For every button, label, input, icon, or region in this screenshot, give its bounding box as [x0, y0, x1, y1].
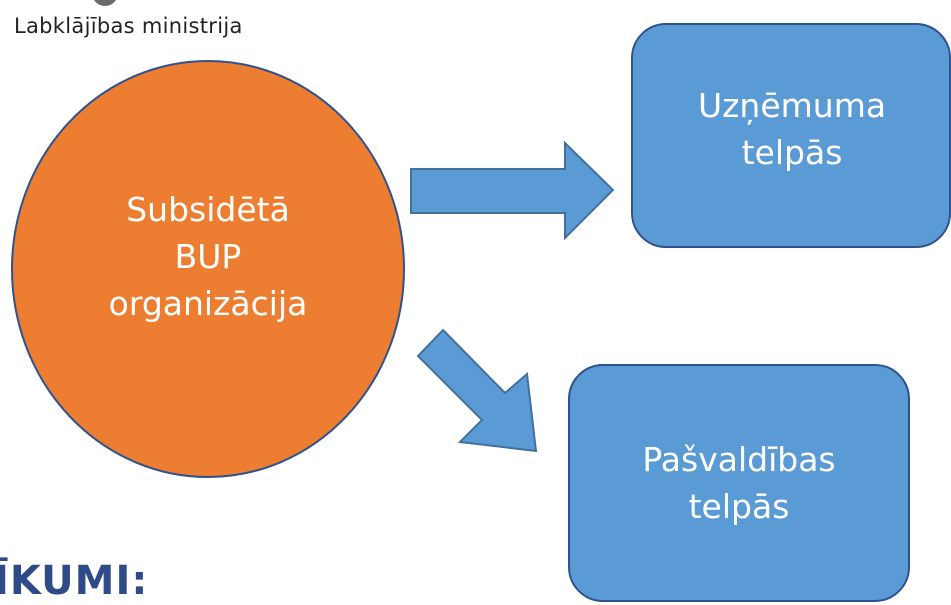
- arrow-to-bottom-icon: [416, 328, 538, 453]
- target-top-label-line1: Uzņēmuma: [697, 86, 887, 125]
- target-top-node-shape: [631, 23, 951, 248]
- source-label-line1: Subsidētā: [126, 190, 290, 229]
- footer-heading: ĪKUMI:: [0, 558, 149, 604]
- ministry-name: Labklājības ministrija: [14, 14, 243, 38]
- target-bottom-label-line2: telpās: [688, 487, 790, 526]
- target-bottom-node-shape: [568, 364, 910, 602]
- source-node-shape: [11, 60, 405, 478]
- source-label-line2: BUP: [174, 237, 242, 276]
- target-top-label-line2: telpās: [741, 133, 843, 172]
- arrow-to-top-icon: [410, 140, 615, 241]
- target-bottom-label-line1: Pašvaldības: [642, 440, 836, 479]
- target-bottom-node-label: Pašvaldības telpās: [579, 436, 899, 530]
- target-top-node-label: Uzņēmuma telpās: [652, 82, 932, 176]
- ministry-logo-icon: [92, 0, 118, 6]
- source-node-label: Subsidētā BUP organizācija: [88, 186, 328, 327]
- source-label-line3: organizācija: [108, 284, 308, 323]
